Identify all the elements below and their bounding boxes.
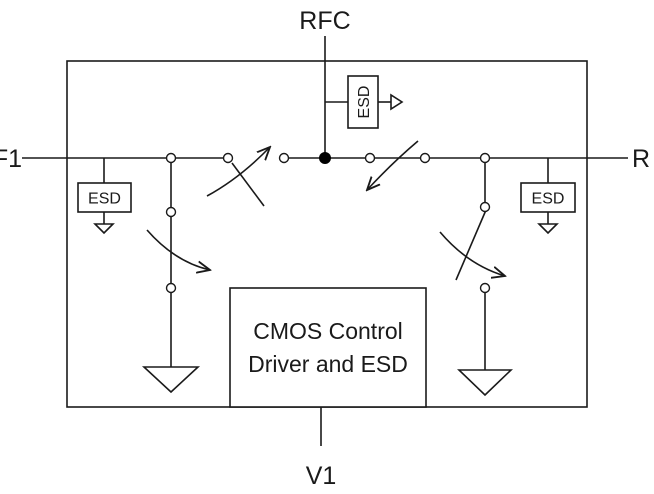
node-series-right-a bbox=[364, 152, 376, 164]
node-series-left-b bbox=[278, 152, 290, 164]
esd-left-label: ESD bbox=[88, 191, 121, 208]
cmos-control-line1: CMOS Control bbox=[253, 318, 403, 344]
shunt-right-arrow bbox=[439, 231, 505, 276]
node-right-bus bbox=[479, 152, 491, 164]
node-shunt-right-bottom bbox=[479, 282, 491, 294]
esd-left-ground-icon bbox=[93, 223, 115, 235]
esd-right-ground-icon bbox=[537, 223, 559, 235]
pin-label-rfc: RFC bbox=[299, 7, 350, 35]
pin-label-left: F1 bbox=[0, 145, 22, 173]
node-left-bus bbox=[165, 152, 177, 164]
series-switch-right-arrow bbox=[367, 140, 419, 190]
series-switch-left-blade bbox=[231, 162, 265, 207]
node-series-right-b bbox=[419, 152, 431, 164]
esd-right-label: ESD bbox=[532, 191, 565, 208]
node-shunt-right-top bbox=[479, 201, 491, 213]
shunt-right-blade bbox=[455, 209, 487, 281]
shunt-left-ground-icon bbox=[141, 366, 201, 394]
shunt-left-arrow bbox=[146, 229, 210, 270]
cmos-control-line2: Driver and ESD bbox=[248, 351, 408, 377]
pin-label-right: R bbox=[632, 145, 650, 173]
esd-top-ground-icon bbox=[390, 93, 404, 111]
pin-label-v1: V1 bbox=[306, 462, 337, 490]
node-shunt-left-bottom bbox=[165, 282, 177, 294]
cmos-control-box bbox=[229, 287, 427, 408]
node-series-left-a bbox=[222, 152, 234, 164]
series-switch-left-arrow bbox=[206, 147, 270, 197]
esd-left-box bbox=[77, 182, 132, 213]
rfc-junction-dot bbox=[319, 152, 331, 164]
node-shunt-left-top bbox=[165, 206, 177, 218]
esd-top-label: ESD bbox=[356, 86, 373, 119]
shunt-right-ground-icon bbox=[457, 369, 513, 397]
